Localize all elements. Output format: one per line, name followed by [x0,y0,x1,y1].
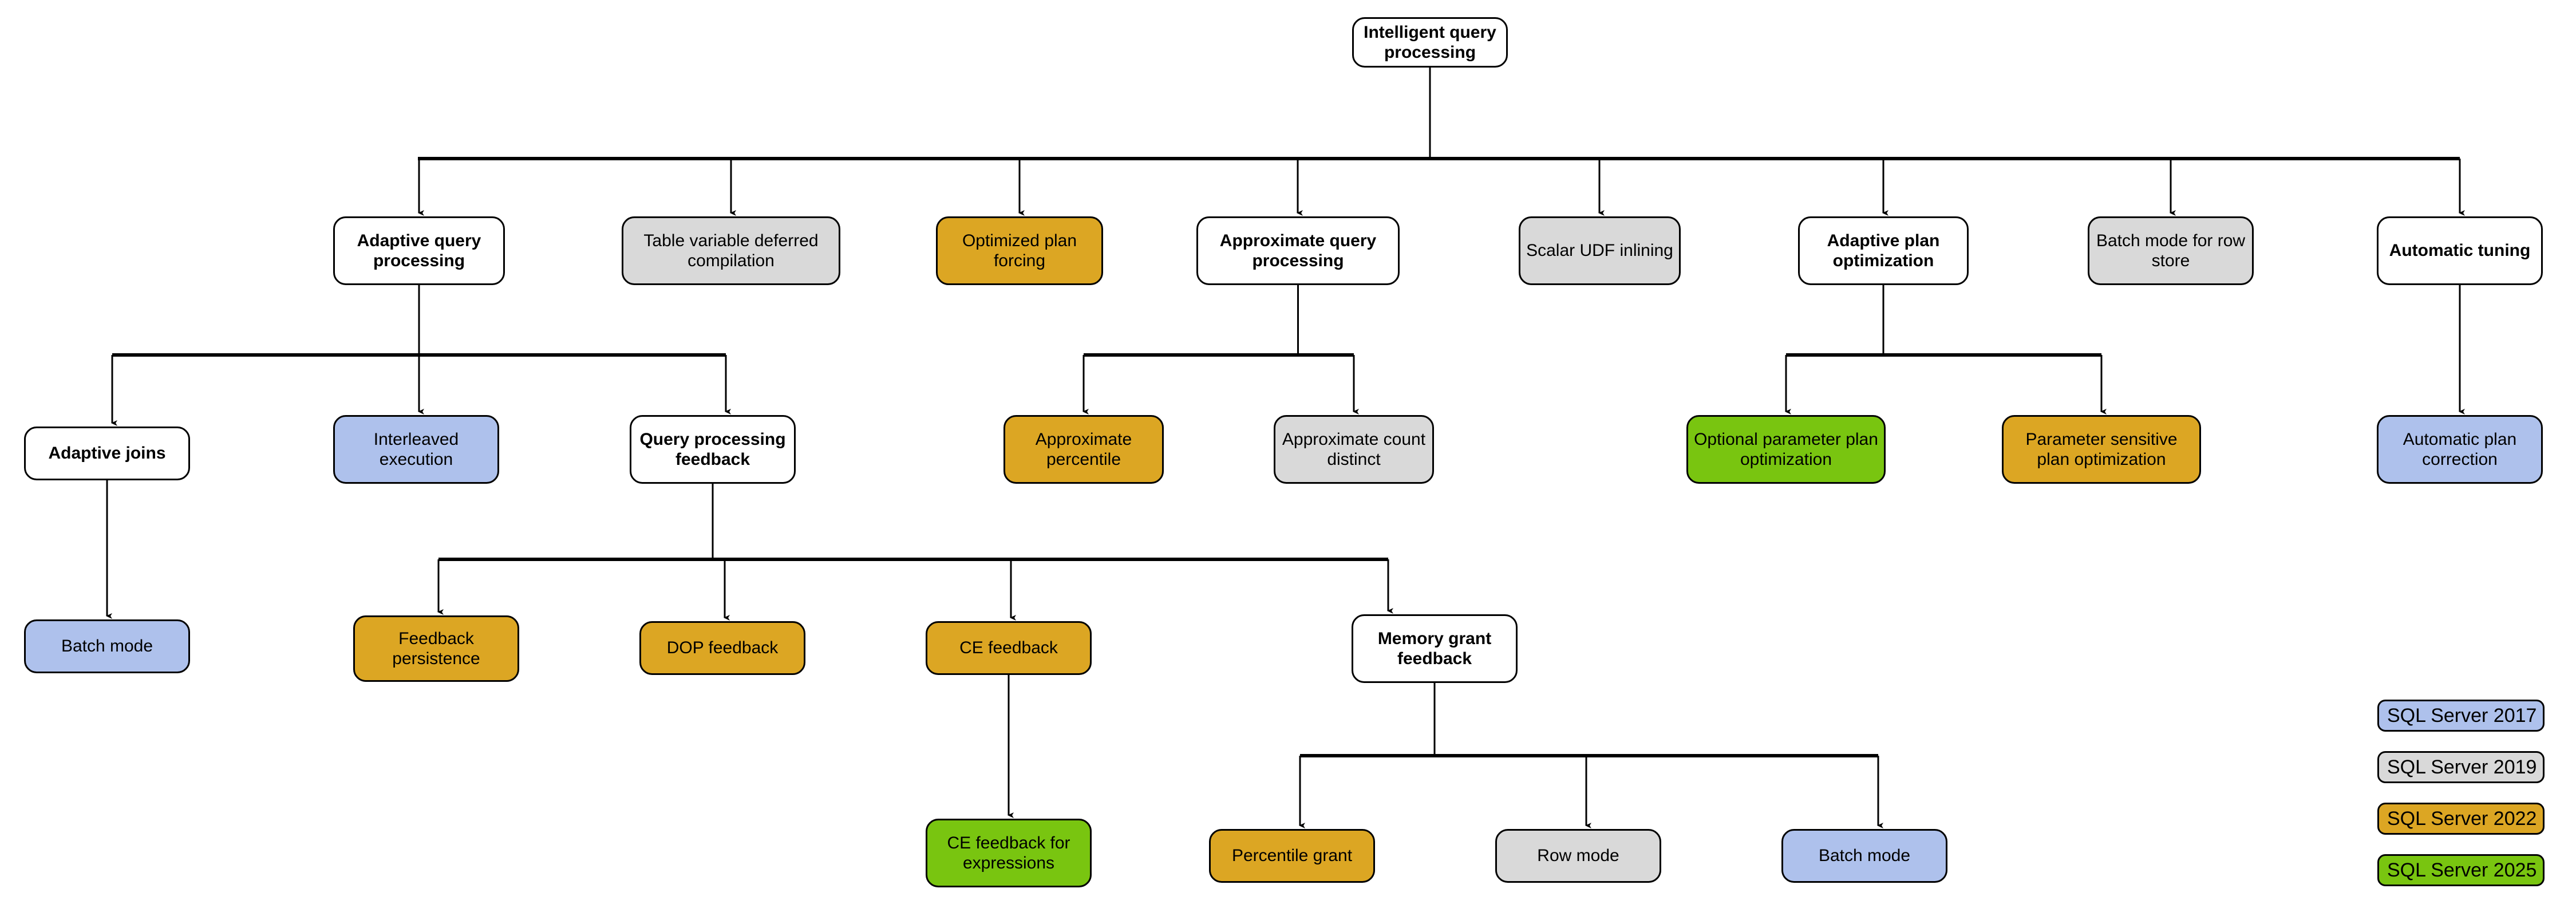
node-label: Approximate percentile [1035,429,1132,469]
node-label: Optimized plan forcing [962,231,1077,270]
node-label: Adaptive plan optimization [1827,231,1940,270]
legend-label: SQL Server 2017 [2387,704,2537,727]
node-label: Batch mode [61,637,153,656]
legend-item-sql-server-2019: SQL Server 2019 [2377,751,2545,783]
node-automatic-tuning[interactable]: Automatic tuning [2377,216,2543,285]
node-ce-feedback[interactable]: CE feedback [926,621,1092,675]
node-row-mode[interactable]: Row mode [1495,829,1661,883]
node-label: Optional parameter plan optimization [1694,429,1878,469]
legend-label: SQL Server 2019 [2387,756,2537,778]
node-label: Parameter sensitive plan optimization [2025,429,2178,469]
node-approximate-percentile[interactable]: Approximate percentile [1003,415,1164,484]
node-label: Batch mode [1818,846,1911,866]
node-adaptive-plan-optimization[interactable]: Adaptive plan optimization [1798,216,1969,285]
node-adaptive-joins[interactable]: Adaptive joins [24,427,190,480]
node-automatic-plan-correction[interactable]: Automatic plan correction [2377,415,2543,484]
node-feedback-persistence[interactable]: Feedback persistence [353,615,519,682]
node-label: Batch mode for row store [2096,231,2246,270]
legend-item-sql-server-2022: SQL Server 2022 [2377,803,2545,835]
node-parameter-sensitive-plan-optimization[interactable]: Parameter sensitive plan optimization [2002,415,2201,484]
legend-label: SQL Server 2022 [2387,807,2537,830]
node-intelligent-query-processing[interactable]: Intelligent query processing [1352,17,1508,68]
node-approximate-count-distinct[interactable]: Approximate count distinct [1274,415,1434,484]
node-memory-grant-feedback[interactable]: Memory grant feedback [1352,614,1518,683]
legend-item-sql-server-2017: SQL Server 2017 [2377,700,2545,732]
node-ce-feedback-for-expressions[interactable]: CE feedback for expressions [926,819,1092,887]
node-label: CE feedback for expressions [947,833,1070,872]
node-label: Adaptive query processing [357,231,481,270]
node-label: Row mode [1537,846,1619,866]
node-label: Intelligent query processing [1364,22,1496,62]
node-label: Feedback persistence [392,629,480,668]
node-label: Adaptive joins [48,444,166,463]
node-label: Interleaved execution [373,429,459,469]
node-label: Approximate count distinct [1282,429,1426,469]
node-label: CE feedback [959,638,1058,658]
legend-label: SQL Server 2025 [2387,859,2537,881]
node-adaptive-query-processing[interactable]: Adaptive query processing [333,216,505,285]
node-label: Automatic plan correction [2403,429,2517,469]
node-dop-feedback[interactable]: DOP feedback [639,621,805,675]
node-batch-mode-for-row-store[interactable]: Batch mode for row store [2088,216,2254,285]
node-batch-mode-bottom[interactable]: Batch mode [1781,829,1947,883]
node-interleaved-execution[interactable]: Interleaved execution [333,415,499,484]
node-label: DOP feedback [666,638,779,658]
node-table-variable-deferred-compilation[interactable]: Table variable deferred compilation [622,216,840,285]
node-label: Memory grant feedback [1377,629,1492,668]
node-label: Scalar UDF inlining [1526,241,1673,260]
node-label: Query processing feedback [639,429,786,469]
node-label: Automatic tuning [2389,241,2531,260]
node-optimized-plan-forcing[interactable]: Optimized plan forcing [936,216,1103,285]
node-batch-mode-left[interactable]: Batch mode [24,619,190,673]
node-label: Table variable deferred compilation [643,231,819,270]
legend-item-sql-server-2025: SQL Server 2025 [2377,854,2545,886]
node-scalar-udf-inlining[interactable]: Scalar UDF inlining [1519,216,1681,285]
node-label: Approximate query processing [1219,231,1377,270]
node-label: Percentile grant [1231,846,1353,866]
node-optional-parameter-plan-optimization[interactable]: Optional parameter plan optimization [1686,415,1886,484]
node-percentile-grant[interactable]: Percentile grant [1209,829,1375,883]
node-approximate-query-processing[interactable]: Approximate query processing [1196,216,1400,285]
node-query-processing-feedback[interactable]: Query processing feedback [630,415,796,484]
